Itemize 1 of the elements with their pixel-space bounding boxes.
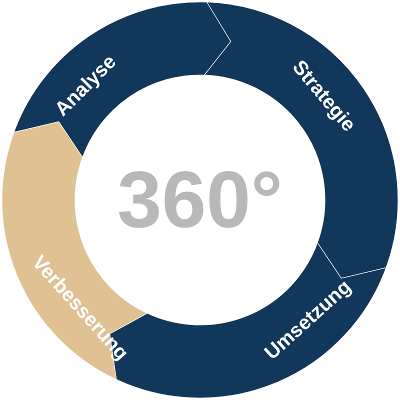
center-label: 360° bbox=[116, 154, 284, 246]
